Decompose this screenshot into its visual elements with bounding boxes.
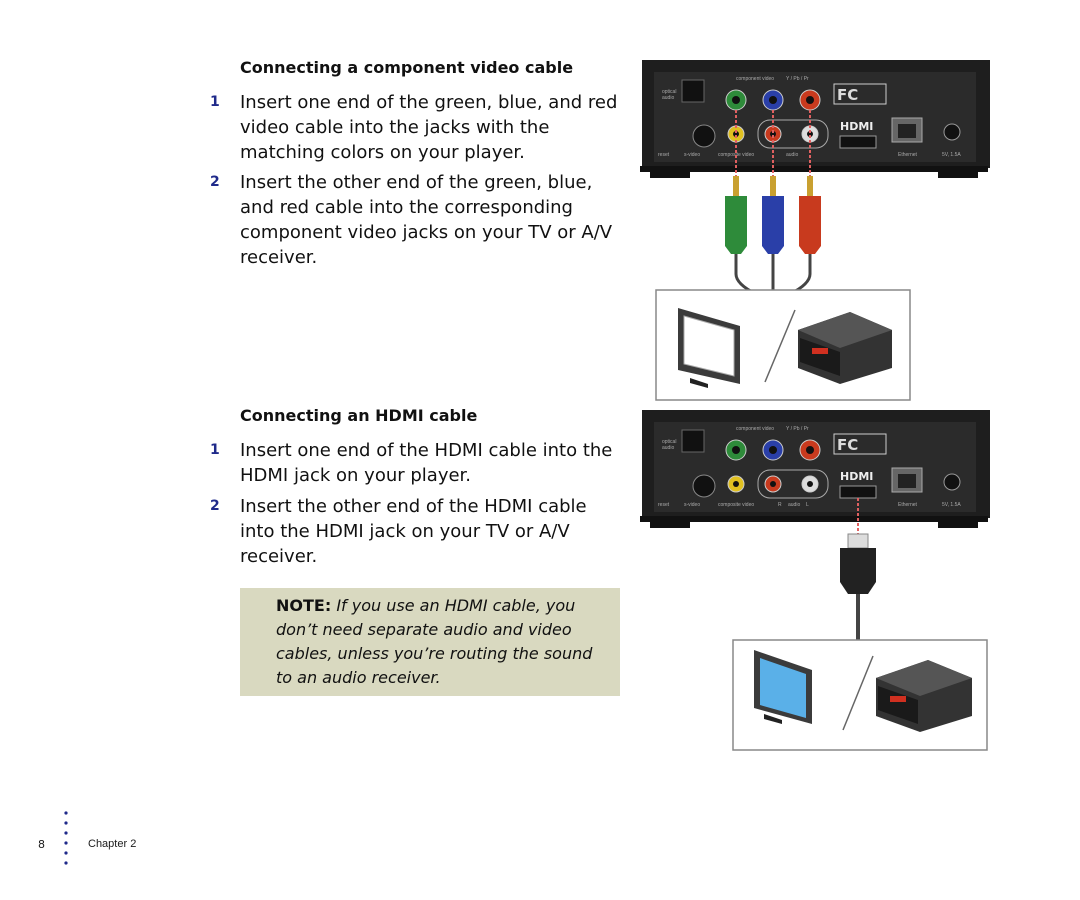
note-body: If you use an HDMI cable, you don’t need… [276, 596, 593, 687]
step-text: Insert one end of the HDMI cable into th… [240, 440, 613, 486]
audio-r-label: R [778, 502, 782, 508]
chapter-label: Chapter 2 [88, 838, 137, 850]
ypbpr-label: Y / Pb / Pr [786, 426, 809, 432]
component-video-label: component video [736, 426, 774, 432]
composite-video-label: composite video [718, 502, 754, 508]
hdmi-cable-diagram: optical audio component video Y / Pb / P… [640, 410, 990, 751]
tv-receiver-box [655, 289, 911, 401]
note-text: NOTE: If you use an HDMI cable, you don’… [276, 594, 606, 690]
power-label: 5V, 1.5A [942, 502, 961, 508]
ethernet-label: Ethernet [898, 502, 918, 508]
hdmi-logo: HDMI [840, 120, 873, 133]
step-text: Insert the other end of the HDMI cable i… [240, 496, 587, 567]
player-back-panel: optical audio component video Y / Pb / P… [640, 60, 990, 178]
section-heading-hdmi: Connecting an HDMI cable [240, 406, 478, 425]
s-video-label: s-video [684, 502, 700, 508]
optical-audio-label: audio [662, 445, 674, 451]
tv-receiver-box [732, 639, 988, 751]
note-box: NOTE: If you use an HDMI cable, you don’… [240, 588, 620, 696]
ypbpr-label: Y / Pb / Pr [786, 76, 809, 82]
step-number: 2 [210, 174, 220, 190]
reset-label: reset [658, 152, 670, 158]
hdmi-logo: HDMI [840, 470, 873, 483]
player-back-panel: optical audio component video Y / Pb / P… [640, 410, 990, 528]
fcc-mark: FC [837, 86, 858, 104]
optical-audio-label: audio [662, 95, 674, 101]
note-label: NOTE: [276, 596, 332, 615]
ethernet-label: Ethernet [898, 152, 918, 158]
component-cable-diagram: optical audio component video Y / Pb / P… [640, 60, 990, 401]
step-text: Insert one end of the green, blue, and r… [240, 92, 618, 163]
step-number: 1 [210, 442, 220, 458]
page-number: 8 [38, 838, 45, 851]
power-label: 5V, 1.5A [942, 152, 961, 158]
section-heading-component: Connecting a component video cable [240, 58, 574, 77]
audio-label: audio [786, 152, 798, 158]
hdmi-cable [840, 498, 876, 640]
optical-label: optical [662, 439, 676, 445]
s-video-label: s-video [684, 152, 700, 158]
component-video-label: component video [736, 76, 774, 82]
reset-label: reset [658, 502, 670, 508]
step-text: Insert the other end of the green, blue,… [240, 172, 613, 268]
fcc-mark: FC [837, 436, 858, 454]
audio-l-label: L [806, 502, 809, 508]
audio-label: audio [788, 502, 800, 508]
optical-label: optical [662, 89, 676, 95]
step-number: 1 [210, 94, 220, 110]
step-number: 2 [210, 498, 220, 514]
footer-dots [64, 811, 68, 865]
